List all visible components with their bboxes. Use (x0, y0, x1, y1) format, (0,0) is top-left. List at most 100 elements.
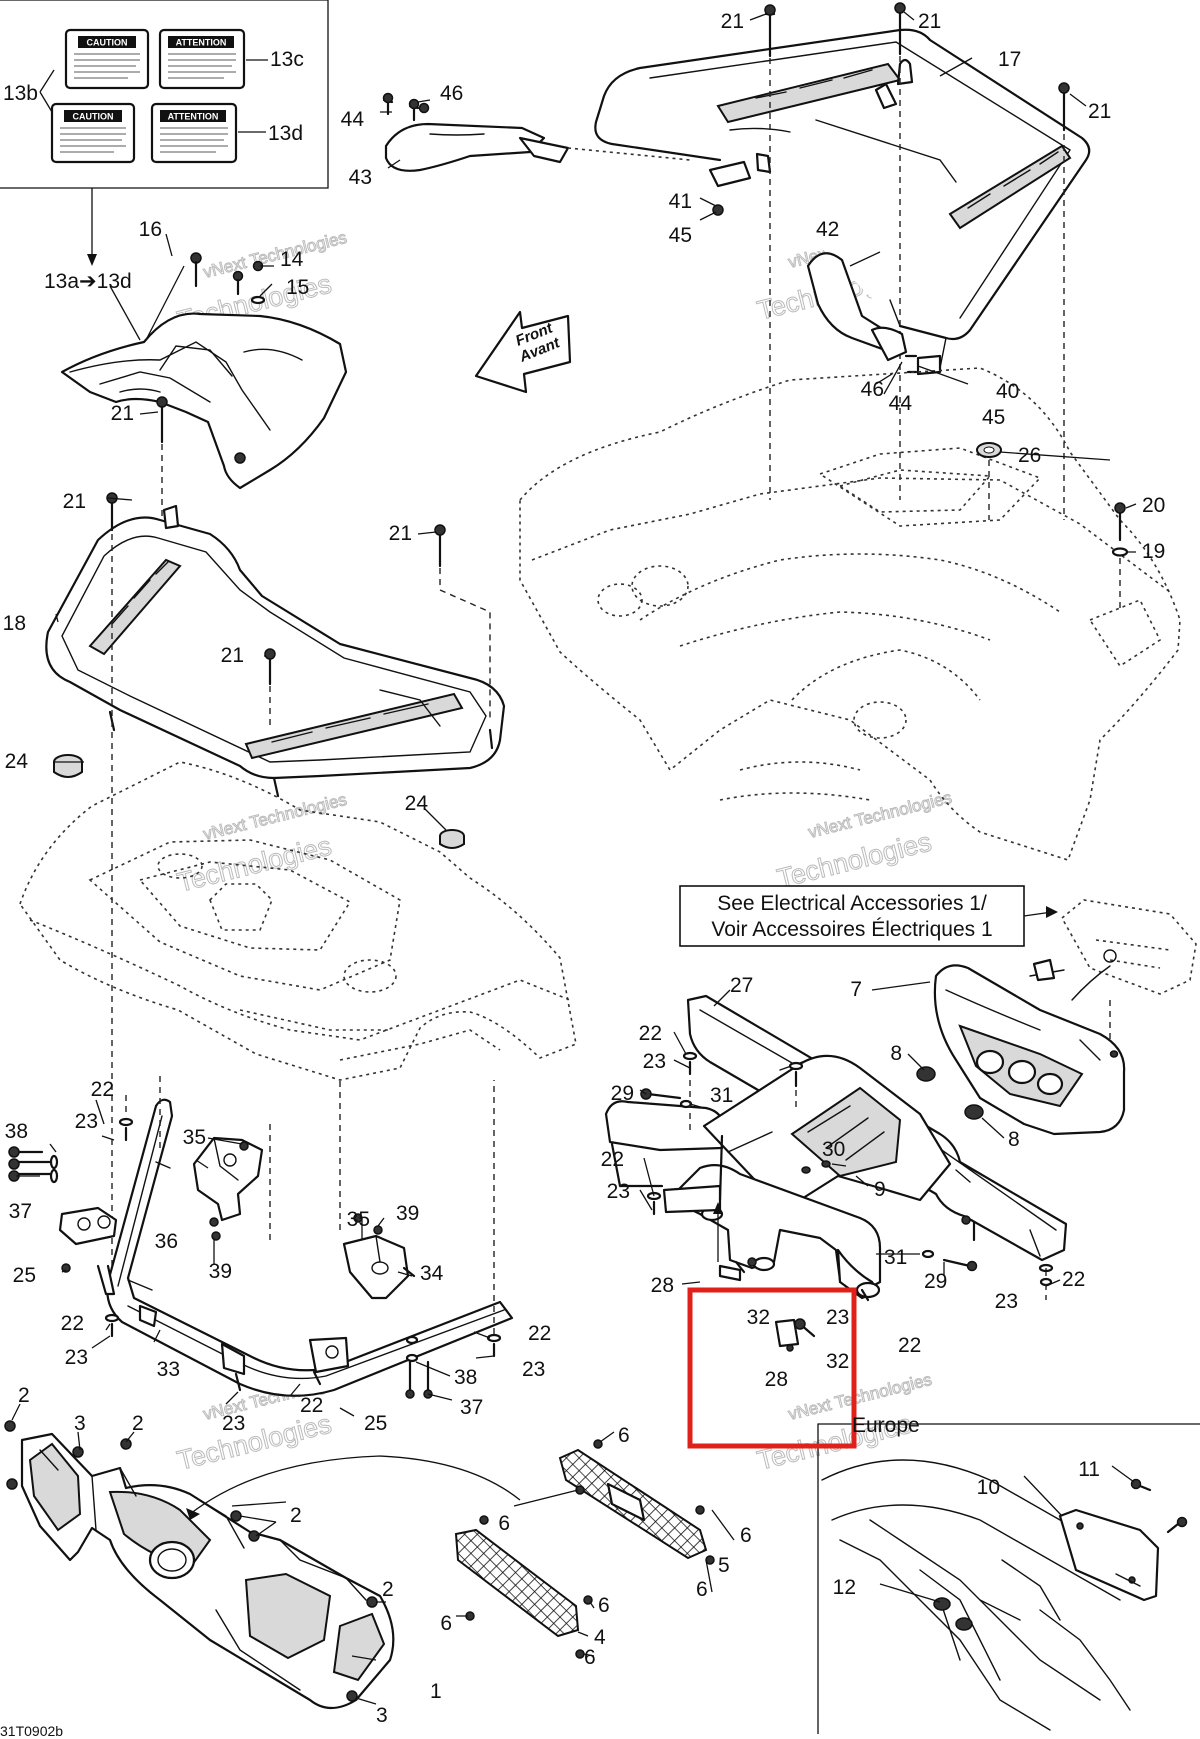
decal-title: ATTENTION (168, 112, 219, 122)
callout-22: 22 (61, 1312, 84, 1335)
callout-23: 23 (995, 1290, 1018, 1313)
callout-32: 32 (747, 1306, 770, 1329)
callout-1: 1 (430, 1680, 442, 1703)
callout-6: 6 (618, 1424, 630, 1447)
callout-39: 39 (396, 1202, 419, 1225)
rear-subframe-27 (604, 994, 1068, 1300)
callout-2: 2 (132, 1412, 144, 1435)
electrical-note-line: See Electrical Accessories 1/ (717, 892, 987, 915)
callout-17: 17 (998, 48, 1021, 71)
front-fender-support-13 (60, 252, 348, 490)
front-direction-arrow: Front Avant (474, 310, 572, 394)
callout-23: 23 (607, 1180, 630, 1203)
callout-35: 35 (347, 1208, 370, 1231)
watermark: vNext Technologies (806, 788, 953, 842)
callout-38: 38 (5, 1120, 28, 1143)
callout-33: 33 (157, 1358, 180, 1381)
callout-23: 23 (643, 1050, 666, 1073)
callout-3: 3 (376, 1704, 388, 1727)
callout-21: 21 (1088, 100, 1111, 123)
grille-5 (558, 1439, 715, 1565)
decal-inset: CAUTION ATTENTION CAUTION ATTENTION (0, 0, 329, 266)
decal-attention-13d: ATTENTION (150, 102, 238, 164)
decal-title: CAUTION (73, 112, 114, 122)
callout-13a-13d: 13a➔13d (44, 270, 132, 293)
callout-28: 28 (765, 1368, 788, 1391)
callout-29: 29 (611, 1082, 634, 1105)
rear-rack-17 (594, 28, 1091, 369)
bracket-41 (699, 160, 752, 221)
callout-22: 22 (528, 1322, 551, 1345)
decal-title: CAUTION (87, 38, 128, 48)
callout-10: 10 (977, 1476, 1000, 1499)
callout-13d: 13d (268, 122, 303, 145)
callout-6: 6 (498, 1512, 510, 1535)
bracket-34 (342, 1234, 416, 1300)
watermark: Technologies (174, 1409, 334, 1476)
callout-22: 22 (639, 1022, 662, 1045)
callout-21: 21 (918, 10, 941, 33)
callout-21: 21 (221, 644, 244, 667)
callout-39: 39 (209, 1260, 232, 1283)
callout-18: 18 (3, 612, 26, 635)
callout-22: 22 (91, 1078, 114, 1101)
callout-14: 14 (280, 248, 304, 271)
callout-31: 31 (884, 1246, 907, 1269)
callout-46: 46 (861, 378, 884, 401)
callout-24: 24 (405, 792, 429, 815)
callout-8: 8 (1008, 1128, 1020, 1151)
watermark: Technologies (174, 831, 334, 898)
electrical-note-line: Voir Accessoires Électriques 1 (711, 918, 992, 941)
callout-22: 22 (898, 1334, 921, 1357)
callout-45: 45 (982, 406, 1005, 429)
callout-23: 23 (826, 1306, 849, 1329)
callout-20: 20 (1142, 494, 1165, 517)
callout-6: 6 (440, 1612, 452, 1635)
decal-attention-13c: ATTENTION (158, 28, 246, 90)
callout-22: 22 (601, 1148, 624, 1171)
callout-45: 45 (669, 224, 692, 247)
bolts-front-rack (106, 396, 491, 1330)
callout-44: 44 (889, 392, 913, 415)
callout-38: 38 (454, 1366, 477, 1389)
callout-30: 30 (822, 1138, 845, 1161)
callout-3: 3 (74, 1412, 86, 1435)
callout-16: 16 (139, 218, 162, 241)
subframe-fasteners (640, 1051, 1054, 1302)
callout-23: 23 (75, 1110, 98, 1133)
callout-7: 7 (850, 978, 862, 1001)
europe-inset (817, 1423, 1200, 1734)
highlight-box (687, 1287, 857, 1449)
bracket-36 (192, 1136, 264, 1222)
callout-13b: 13b (3, 82, 38, 105)
decal-caution-13a: CAUTION (64, 28, 150, 90)
callout-2: 2 (18, 1384, 30, 1407)
callout-layer: 21 21 21 17 13b 13c 13d 46 44 43 41 45 1… (3, 10, 1166, 1727)
bolt-20 (1111, 502, 1129, 610)
electrical-note-box: See Electrical Accessories 1/ Voir Acces… (679, 885, 1058, 947)
callout-36: 36 (155, 1230, 178, 1253)
callout-23: 23 (522, 1358, 545, 1381)
callout-6: 6 (696, 1578, 708, 1601)
callout-40: 40 (996, 380, 1019, 403)
callout-41: 41 (669, 190, 692, 213)
front-side-bolts (689, 1080, 797, 1262)
callout-15: 15 (286, 276, 309, 299)
callout-32: 32 (826, 1350, 849, 1373)
drawing-reference: 31T0902b (0, 1723, 63, 1739)
callout-6: 6 (740, 1524, 752, 1547)
callout-19: 19 (1142, 540, 1165, 563)
callout-42: 42 (816, 218, 839, 241)
callout-13c: 13c (270, 48, 304, 71)
callout-21: 21 (111, 402, 134, 425)
callout-37: 37 (460, 1396, 483, 1419)
callout-22: 22 (300, 1394, 323, 1417)
grille-4 (454, 1515, 593, 1659)
callout-2: 2 (382, 1578, 394, 1601)
decal-title: ATTENTION (176, 38, 227, 48)
rear-fender-body (519, 367, 1181, 861)
grommet-26 (976, 442, 1002, 520)
front-fender-body (19, 761, 577, 1081)
callout-4: 4 (594, 1626, 606, 1649)
